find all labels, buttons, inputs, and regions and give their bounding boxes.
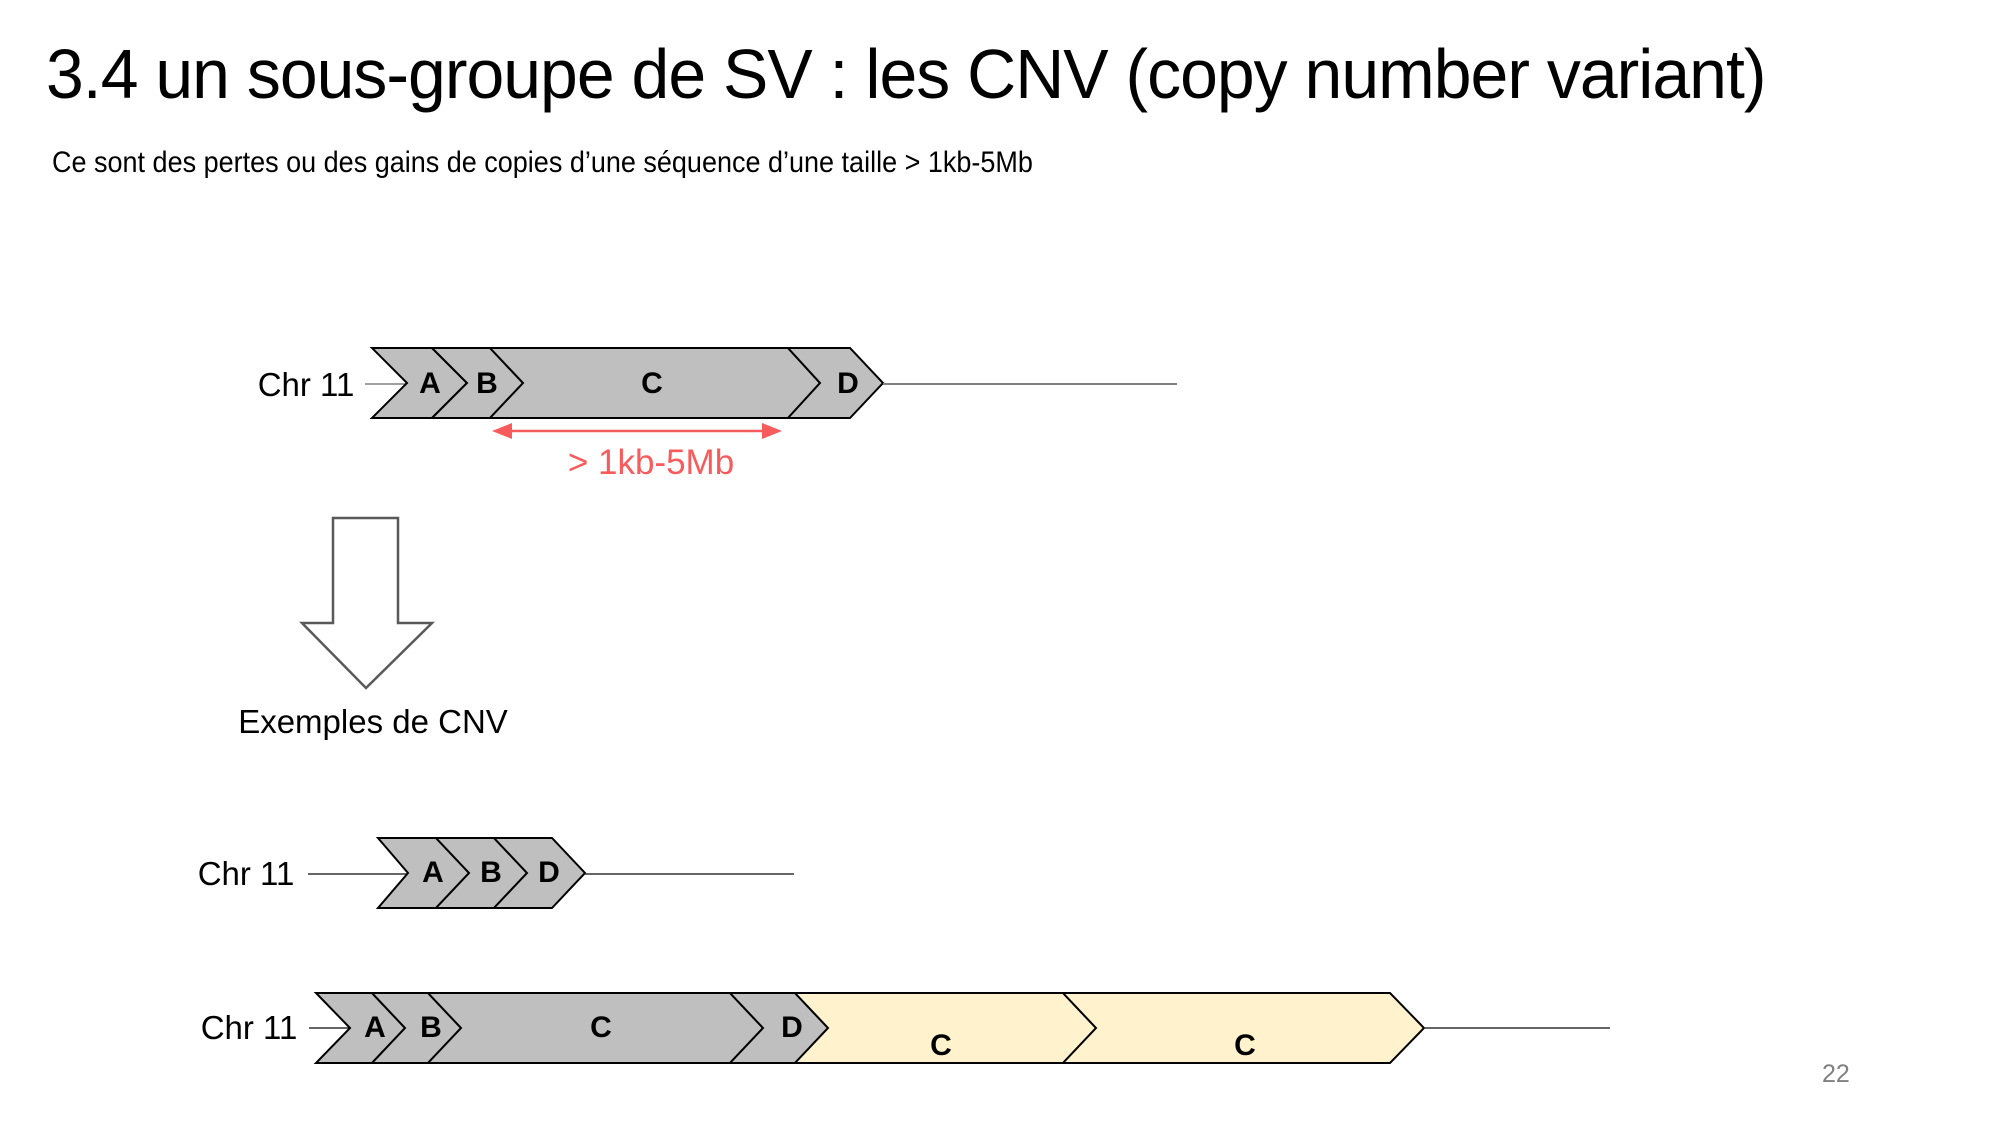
slide-title: 3.4 un sous-groupe de SV : les CNV (copy… <box>46 35 1766 113</box>
segment-a-label-duplication: A <box>364 1011 386 1044</box>
segment-d-label-duplication: D <box>781 1011 803 1044</box>
segment-c-label-original: C <box>641 367 663 400</box>
chr11-label-deletion: Chr 11 <box>197 855 295 892</box>
segment-d-label-deletion: D <box>538 856 560 889</box>
segment-d-label-original: D <box>837 367 859 400</box>
down-arrow-icon <box>299 516 436 690</box>
segment-c-copy2 <box>1060 992 1426 1064</box>
chr11-label-duplication: Chr 11 <box>200 1009 298 1046</box>
segment-b-label-duplication: B <box>420 1011 442 1044</box>
segment-b-label-deletion: B <box>480 856 502 889</box>
segment-d-original <box>785 347 885 419</box>
chr11-label-original: Chr 11 <box>257 366 355 403</box>
segment-d-deletion <box>491 837 587 909</box>
examples-caption: Exemples de CNV <box>238 703 508 740</box>
segment-a-label-deletion: A <box>422 856 444 889</box>
size-range-arrowhead-left-icon <box>492 423 512 439</box>
segment-c-copy2-label: C <box>1234 1029 1256 1062</box>
size-range-arrowhead-right-icon <box>762 423 782 439</box>
segment-c-copy1-label: C <box>930 1029 952 1062</box>
segment-b-label-original: B <box>476 367 498 400</box>
page-number: 22 <box>1822 1060 1850 1088</box>
slide-subtitle: Ce sont des pertes ou des gains de copie… <box>52 146 1033 179</box>
segment-a-label-original: A <box>419 367 441 400</box>
segment-c-label-duplication: C <box>590 1011 612 1044</box>
size-range-annotation: > 1kb-5Mb <box>567 443 735 482</box>
